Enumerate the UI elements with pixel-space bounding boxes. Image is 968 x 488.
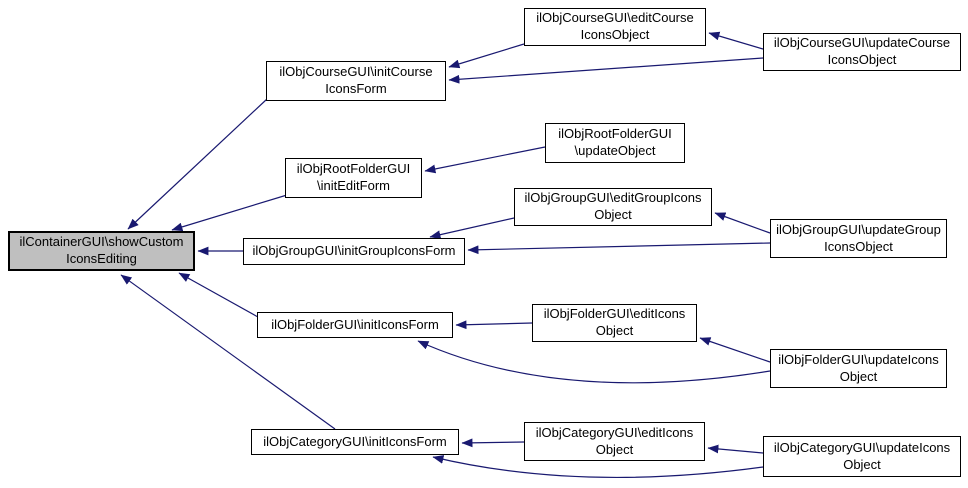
node-folder-init-icons-form[interactable]: ilObjFolderGUI\initIconsForm [257, 312, 453, 338]
edge-init-course-to-center [127, 98, 268, 230]
node-root-folder-init-edit-form[interactable]: ilObjRootFolderGUI \initEditForm [285, 158, 422, 198]
edge-folder-edit-to-folder-init [455, 320, 533, 330]
node-category-edit-icons-object[interactable]: ilObjCategoryGUI\editIcons Object [524, 422, 705, 461]
edge-edit-group-to-init-group [429, 217, 515, 239]
node-edit-group-icons-object[interactable]: ilObjGroupGUI\editGroupIcons Object [514, 188, 712, 226]
node-update-group-icons-object[interactable]: ilObjGroupGUI\updateGroup IconsObject [770, 219, 947, 258]
edge-update-group-to-edit-group [714, 212, 771, 234]
node-folder-edit-icons-object[interactable]: ilObjFolderGUI\editIcons Object [532, 304, 697, 342]
edge-cat-edit-to-cat-init [461, 438, 525, 448]
edge-folder-update-to-folder-edit [699, 337, 771, 363]
edge-root-init-to-center [171, 194, 288, 232]
node-update-course-icons-object[interactable]: ilObjCourseGUI\updateCourse IconsObject [763, 33, 961, 71]
node-edit-course-icons-object[interactable]: ilObjCourseGUI\editCourse IconsObject [524, 8, 706, 46]
edge-update-course-to-edit-course [708, 31, 764, 50]
node-folder-update-icons-object[interactable]: ilObjFolderGUI\updateIcons Object [770, 349, 947, 388]
edge-cat-update-to-cat-edit [707, 444, 764, 454]
edge-root-update-to-root-init [424, 146, 546, 174]
node-show-custom-icons-editing: ilContainerGUI\showCustom IconsEditing [8, 231, 195, 271]
node-category-init-icons-form[interactable]: ilObjCategoryGUI\initIconsForm [251, 429, 459, 455]
edge-update-group-to-init-group [467, 242, 771, 255]
edge-cat-update-to-cat-init [432, 455, 764, 479]
node-category-update-icons-object[interactable]: ilObjCategoryGUI\updateIcons Object [763, 436, 961, 477]
node-root-folder-update-object[interactable]: ilObjRootFolderGUI \updateObject [545, 123, 685, 163]
edge-folder-init-to-center [178, 272, 259, 318]
edge-cat-init-to-center [120, 274, 336, 430]
node-init-group-icons-form[interactable]: ilObjGroupGUI\initGroupIconsForm [243, 238, 465, 265]
edge-edit-course-to-init-course [448, 43, 525, 69]
edge-update-course-to-init-course [448, 57, 764, 84]
edge-folder-update-to-folder-init [417, 340, 771, 384]
node-init-course-icons-form[interactable]: ilObjCourseGUI\initCourse IconsForm [266, 61, 446, 101]
